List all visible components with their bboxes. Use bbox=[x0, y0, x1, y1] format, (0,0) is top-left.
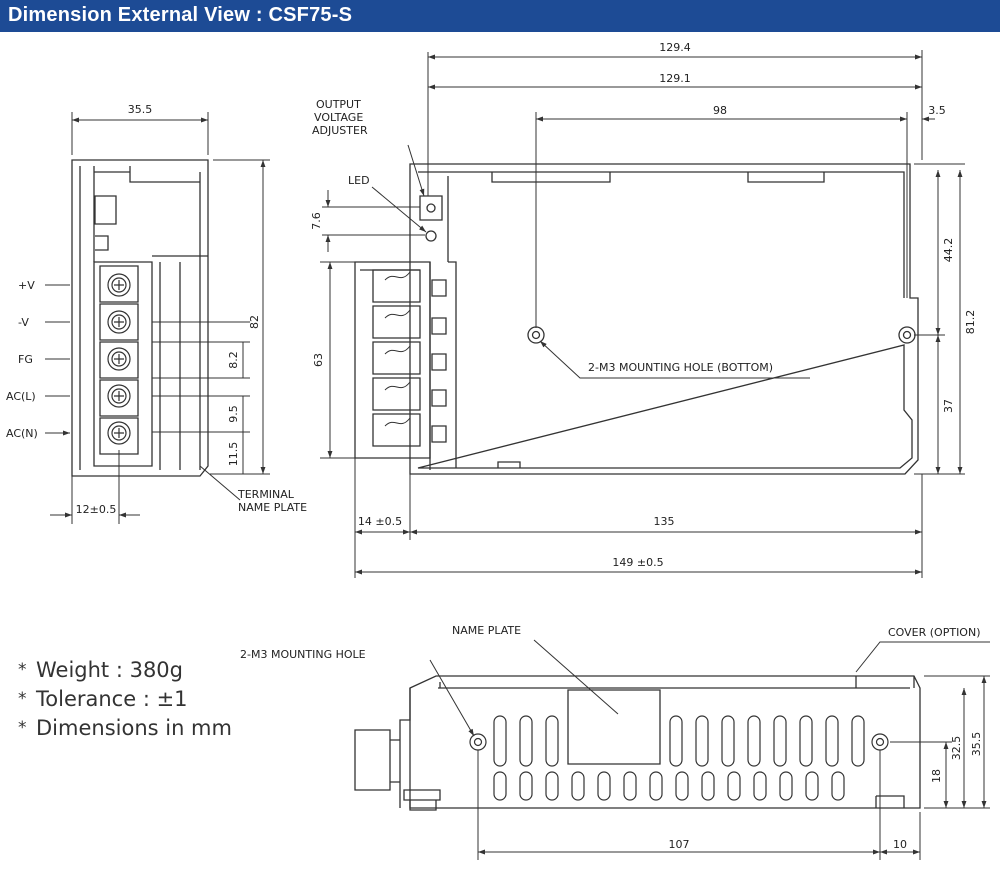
adjuster-label-3: ADJUSTER bbox=[312, 124, 368, 137]
front-hole-height-dim: 18 bbox=[930, 769, 943, 783]
terminal-label-plus-v: +V bbox=[18, 279, 35, 292]
front-edge-dim: 10 bbox=[893, 838, 907, 851]
case-length-dim: 135 bbox=[654, 515, 675, 528]
pitch-dim-3: 11.5 bbox=[227, 442, 240, 467]
page-title: Dimension External View : CSF75-S bbox=[8, 4, 353, 26]
adjuster-label-1: OUTPUT bbox=[316, 98, 361, 111]
pitch-dim-2: 9.5 bbox=[227, 405, 240, 423]
page-header: Dimension External View : CSF75-S bbox=[0, 0, 1000, 32]
terminal-plate-label-1: TERMINAL bbox=[237, 488, 295, 501]
top-edge-dim: 3.5 bbox=[928, 104, 946, 117]
front-holes-label: 2-M3 MOUNTING HOLE bbox=[240, 648, 366, 661]
terminal-label-ac-n: AC(N) bbox=[6, 427, 38, 440]
terminal-label-minus-v: -V bbox=[18, 316, 29, 329]
note-weight: *Weight : 380g bbox=[18, 656, 232, 685]
top-holes-dim: 98 bbox=[713, 104, 727, 117]
note-bullet: * bbox=[18, 689, 27, 709]
adjuster-label-2: VOLTAGE bbox=[314, 111, 363, 124]
cover-option-label: COVER (OPTION) bbox=[888, 626, 981, 639]
pitch-dim-1: 8.2 bbox=[227, 351, 240, 369]
upper-dim: 44.2 bbox=[942, 238, 955, 263]
top-overall-dim: 129.4 bbox=[659, 41, 691, 54]
note-bullet: * bbox=[18, 660, 27, 680]
name-plate-label: NAME PLATE bbox=[452, 624, 521, 637]
note-tolerance: *Tolerance : ±1 bbox=[18, 685, 232, 714]
terminal-plate-label-2: NAME PLATE bbox=[238, 501, 307, 514]
terminal-label-fg: FG bbox=[18, 353, 33, 366]
total-length-dim: 149 ±0.5 bbox=[612, 556, 663, 569]
side-width-dim: 35.5 bbox=[128, 103, 153, 116]
led-label: LED bbox=[348, 174, 370, 187]
top-view bbox=[354, 163, 919, 475]
terminal-label-ac-l: AC(L) bbox=[6, 390, 36, 403]
terminal-screws bbox=[107, 273, 131, 445]
led-offset-dim: 7.6 bbox=[310, 212, 323, 230]
top-body-dim: 129.1 bbox=[659, 72, 691, 85]
height-dim: 81.2 bbox=[964, 310, 977, 335]
front-height-dim: 35.5 bbox=[970, 732, 983, 757]
terminal-height-dim: 63 bbox=[312, 353, 325, 367]
front-spacing-dim: 107 bbox=[669, 838, 690, 851]
front-view bbox=[354, 675, 921, 811]
front-vent-slots bbox=[469, 715, 889, 801]
dimension-drawing: 35.5 +V -V FG AC(L) AC(N) 8.2 9.5 11.5 8… bbox=[6, 41, 990, 860]
terminal-offset-dim: 14 ±0.5 bbox=[358, 515, 402, 528]
note-bullet: * bbox=[18, 718, 27, 738]
front-mid-dim: 32.5 bbox=[950, 736, 963, 761]
lower-dim: 37 bbox=[942, 399, 955, 413]
spec-notes: *Weight : 380g *Tolerance : ±1 *Dimensio… bbox=[18, 656, 232, 743]
side-view bbox=[71, 159, 209, 477]
side-height-dim: 82 bbox=[248, 315, 261, 329]
side-offset-dim: 12±0.5 bbox=[76, 503, 117, 516]
bottom-holes-label: 2-M3 MOUNTING HOLE (BOTTOM) bbox=[588, 361, 773, 374]
note-units: *Dimensions in mm bbox=[18, 714, 232, 743]
